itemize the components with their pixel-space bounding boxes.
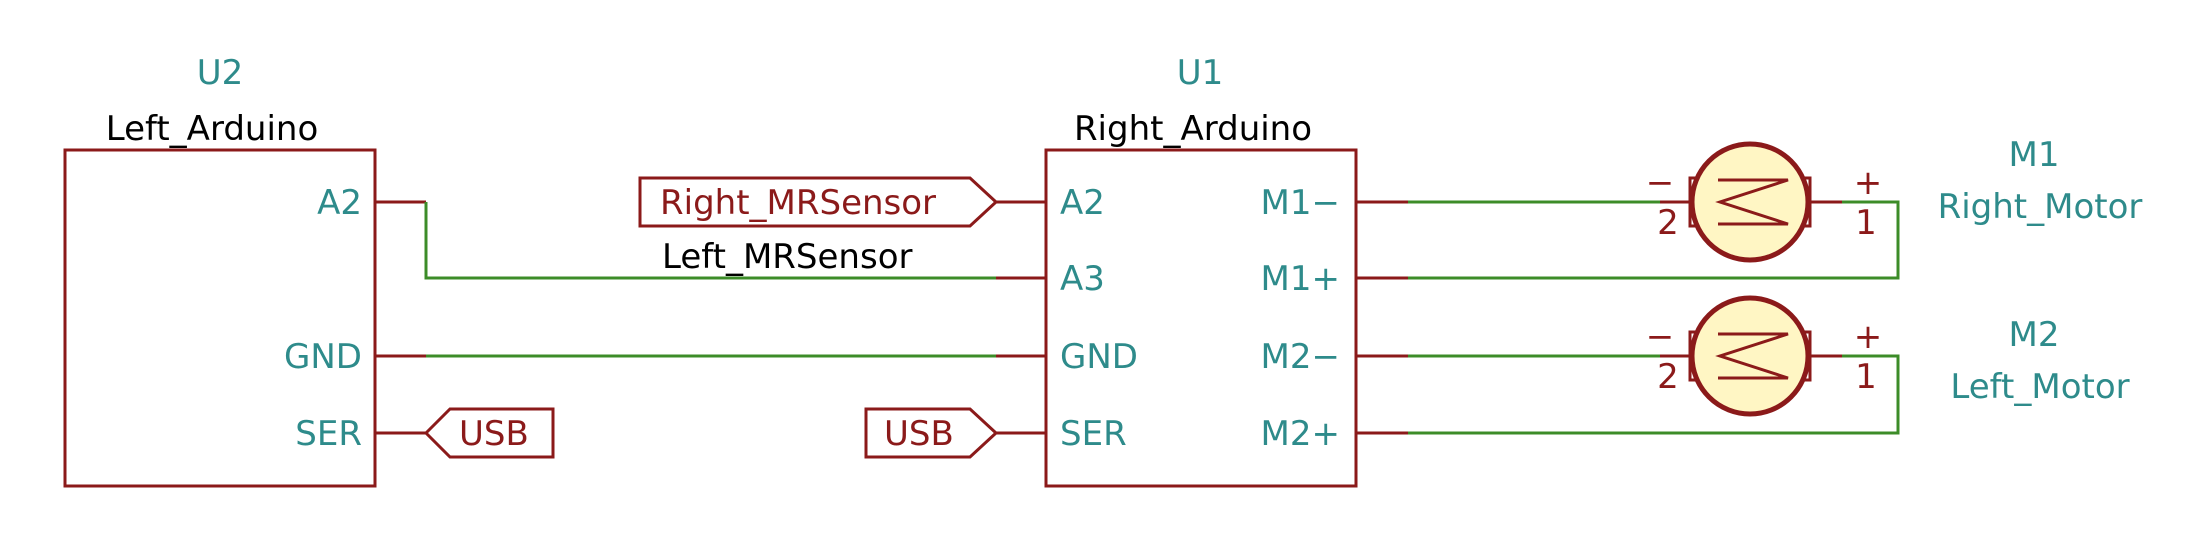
u2-pin-gnd-label: GND	[284, 337, 362, 377]
left-sensor-label: Left_MRSensor	[662, 237, 912, 277]
m2-value: Left_Motor	[1950, 367, 2129, 407]
u2-value: Left_Arduino	[106, 109, 319, 149]
wire-left-sensor[interactable]	[424, 202, 1000, 280]
motor-winding-icon	[1715, 332, 1789, 380]
usb-left-label-text: USB	[459, 414, 529, 454]
u1-pin-m2n-label: M2−	[1261, 337, 1340, 377]
right-sensor-label-shape	[638, 176, 999, 228]
u1-value: Right_Arduino	[1074, 109, 1312, 149]
net-label-right-sensor[interactable]: Right_MRSensor	[638, 176, 999, 228]
u1-pin-ser-label: SER	[1060, 414, 1127, 454]
motor-icon	[1689, 295, 1811, 417]
usb-left-label-shape	[423, 407, 555, 459]
component-m2[interactable]: − 2 + 1 M2 Left_Motor	[1646, 295, 2130, 417]
m1-pin1-number: 1	[1855, 203, 1877, 243]
m1-pin2-number: 2	[1657, 203, 1679, 243]
u2-pin-ser-label: SER	[295, 414, 362, 454]
m2-plus-mark: +	[1854, 317, 1883, 357]
m2-minus-mark: −	[1646, 317, 1675, 357]
right-sensor-label-text: Right_MRSensor	[660, 183, 936, 223]
u1-pin-m1n-label: M1−	[1261, 183, 1340, 223]
wires	[424, 200, 1900, 435]
u1-body	[1044, 148, 1358, 488]
u1-pin-a3-label: A3	[1060, 259, 1105, 299]
m1-value: Right_Motor	[1938, 187, 2143, 227]
usb-mid-label-text: USB	[884, 414, 954, 454]
u2-pin-a2-label: A2	[317, 183, 362, 223]
u1-pin-m2p-label: M2+	[1261, 414, 1340, 454]
usb-mid-label-shape	[864, 407, 999, 459]
component-u2[interactable]: U2 Left_Arduino A2 GND SER	[63, 53, 426, 488]
u1-pin-gnd-label: GND	[1060, 337, 1138, 377]
u1-pin-a2-label: A2	[1060, 183, 1105, 223]
net-label-usb-mid[interactable]: USB	[864, 407, 999, 459]
u2-body	[63, 148, 377, 488]
motor-icon	[1689, 141, 1811, 263]
m1-reference: M1	[2009, 135, 2060, 175]
m1-plus-mark: +	[1854, 163, 1883, 203]
u1-pin-m1p-label: M1+	[1261, 259, 1340, 299]
m2-pin2-number: 2	[1657, 357, 1679, 397]
m1-minus-mark: −	[1646, 163, 1675, 203]
component-u1[interactable]: U1 Right_Arduino A2 A3 GND SER M1− M1+ M…	[996, 53, 1408, 488]
u1-reference: U1	[1177, 53, 1224, 93]
u2-reference: U2	[197, 53, 244, 93]
net-label-usb-left[interactable]: USB	[423, 407, 555, 459]
wire-m2-plus[interactable]	[1408, 354, 1900, 435]
m2-reference: M2	[2009, 315, 2060, 355]
component-m1[interactable]: − 2 + 1 M1 Right_Motor	[1646, 135, 2143, 263]
wire-m1-plus[interactable]	[1408, 200, 1900, 280]
m2-pin1-number: 1	[1855, 357, 1877, 397]
motor-winding-icon	[1715, 178, 1789, 226]
